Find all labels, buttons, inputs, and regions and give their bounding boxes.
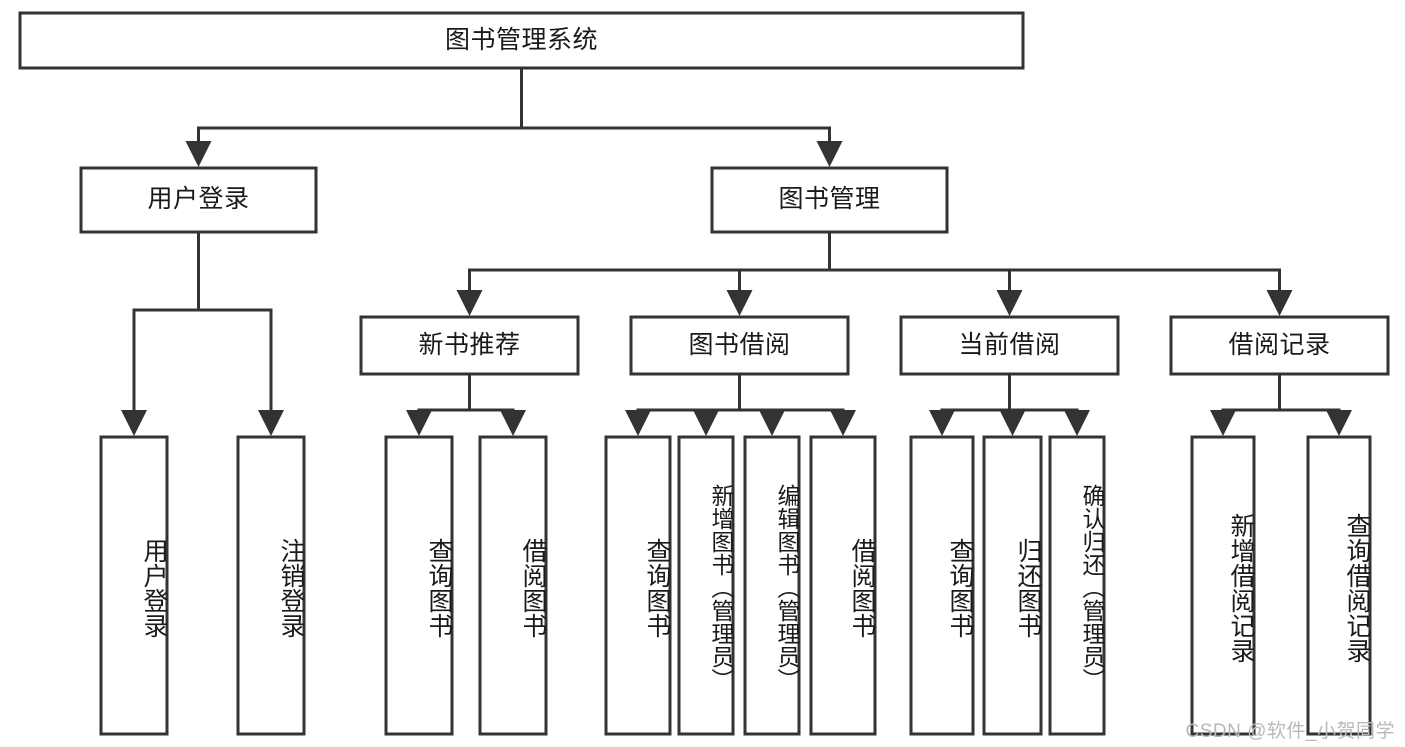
node-box-book_borrow <box>629 315 850 376</box>
node-box-leaf_borrow_book_2 <box>809 435 877 736</box>
node-box-leaf_query_record <box>1306 435 1372 736</box>
node-box-book_manage <box>710 166 949 234</box>
node-box-leaf_edit_book <box>743 435 801 736</box>
node-box-leaf_logout <box>236 435 306 736</box>
node-box-leaf_query_book_2 <box>604 435 672 736</box>
node-box-leaf_query_book_1 <box>384 435 454 736</box>
node-box-user_login <box>79 166 318 234</box>
node-box-borrow_record <box>1169 315 1390 376</box>
node-box-leaf_return_book <box>982 435 1043 736</box>
node-box-leaf_add_record <box>1190 435 1256 736</box>
node-box-new_book_rec <box>359 315 580 376</box>
node-box-leaf_borrow_book_1 <box>478 435 548 736</box>
node-box-root <box>18 11 1025 70</box>
node-box-leaf_query_book_3 <box>909 435 975 736</box>
node-box-current_borrow <box>899 315 1120 376</box>
node-box-leaf_add_book <box>677 435 735 736</box>
node-box-leaf_confirm_return <box>1048 435 1106 736</box>
node-box-leaf_user_login <box>99 435 169 736</box>
connector-layer <box>121 66 1352 436</box>
box-layer <box>18 11 1390 736</box>
